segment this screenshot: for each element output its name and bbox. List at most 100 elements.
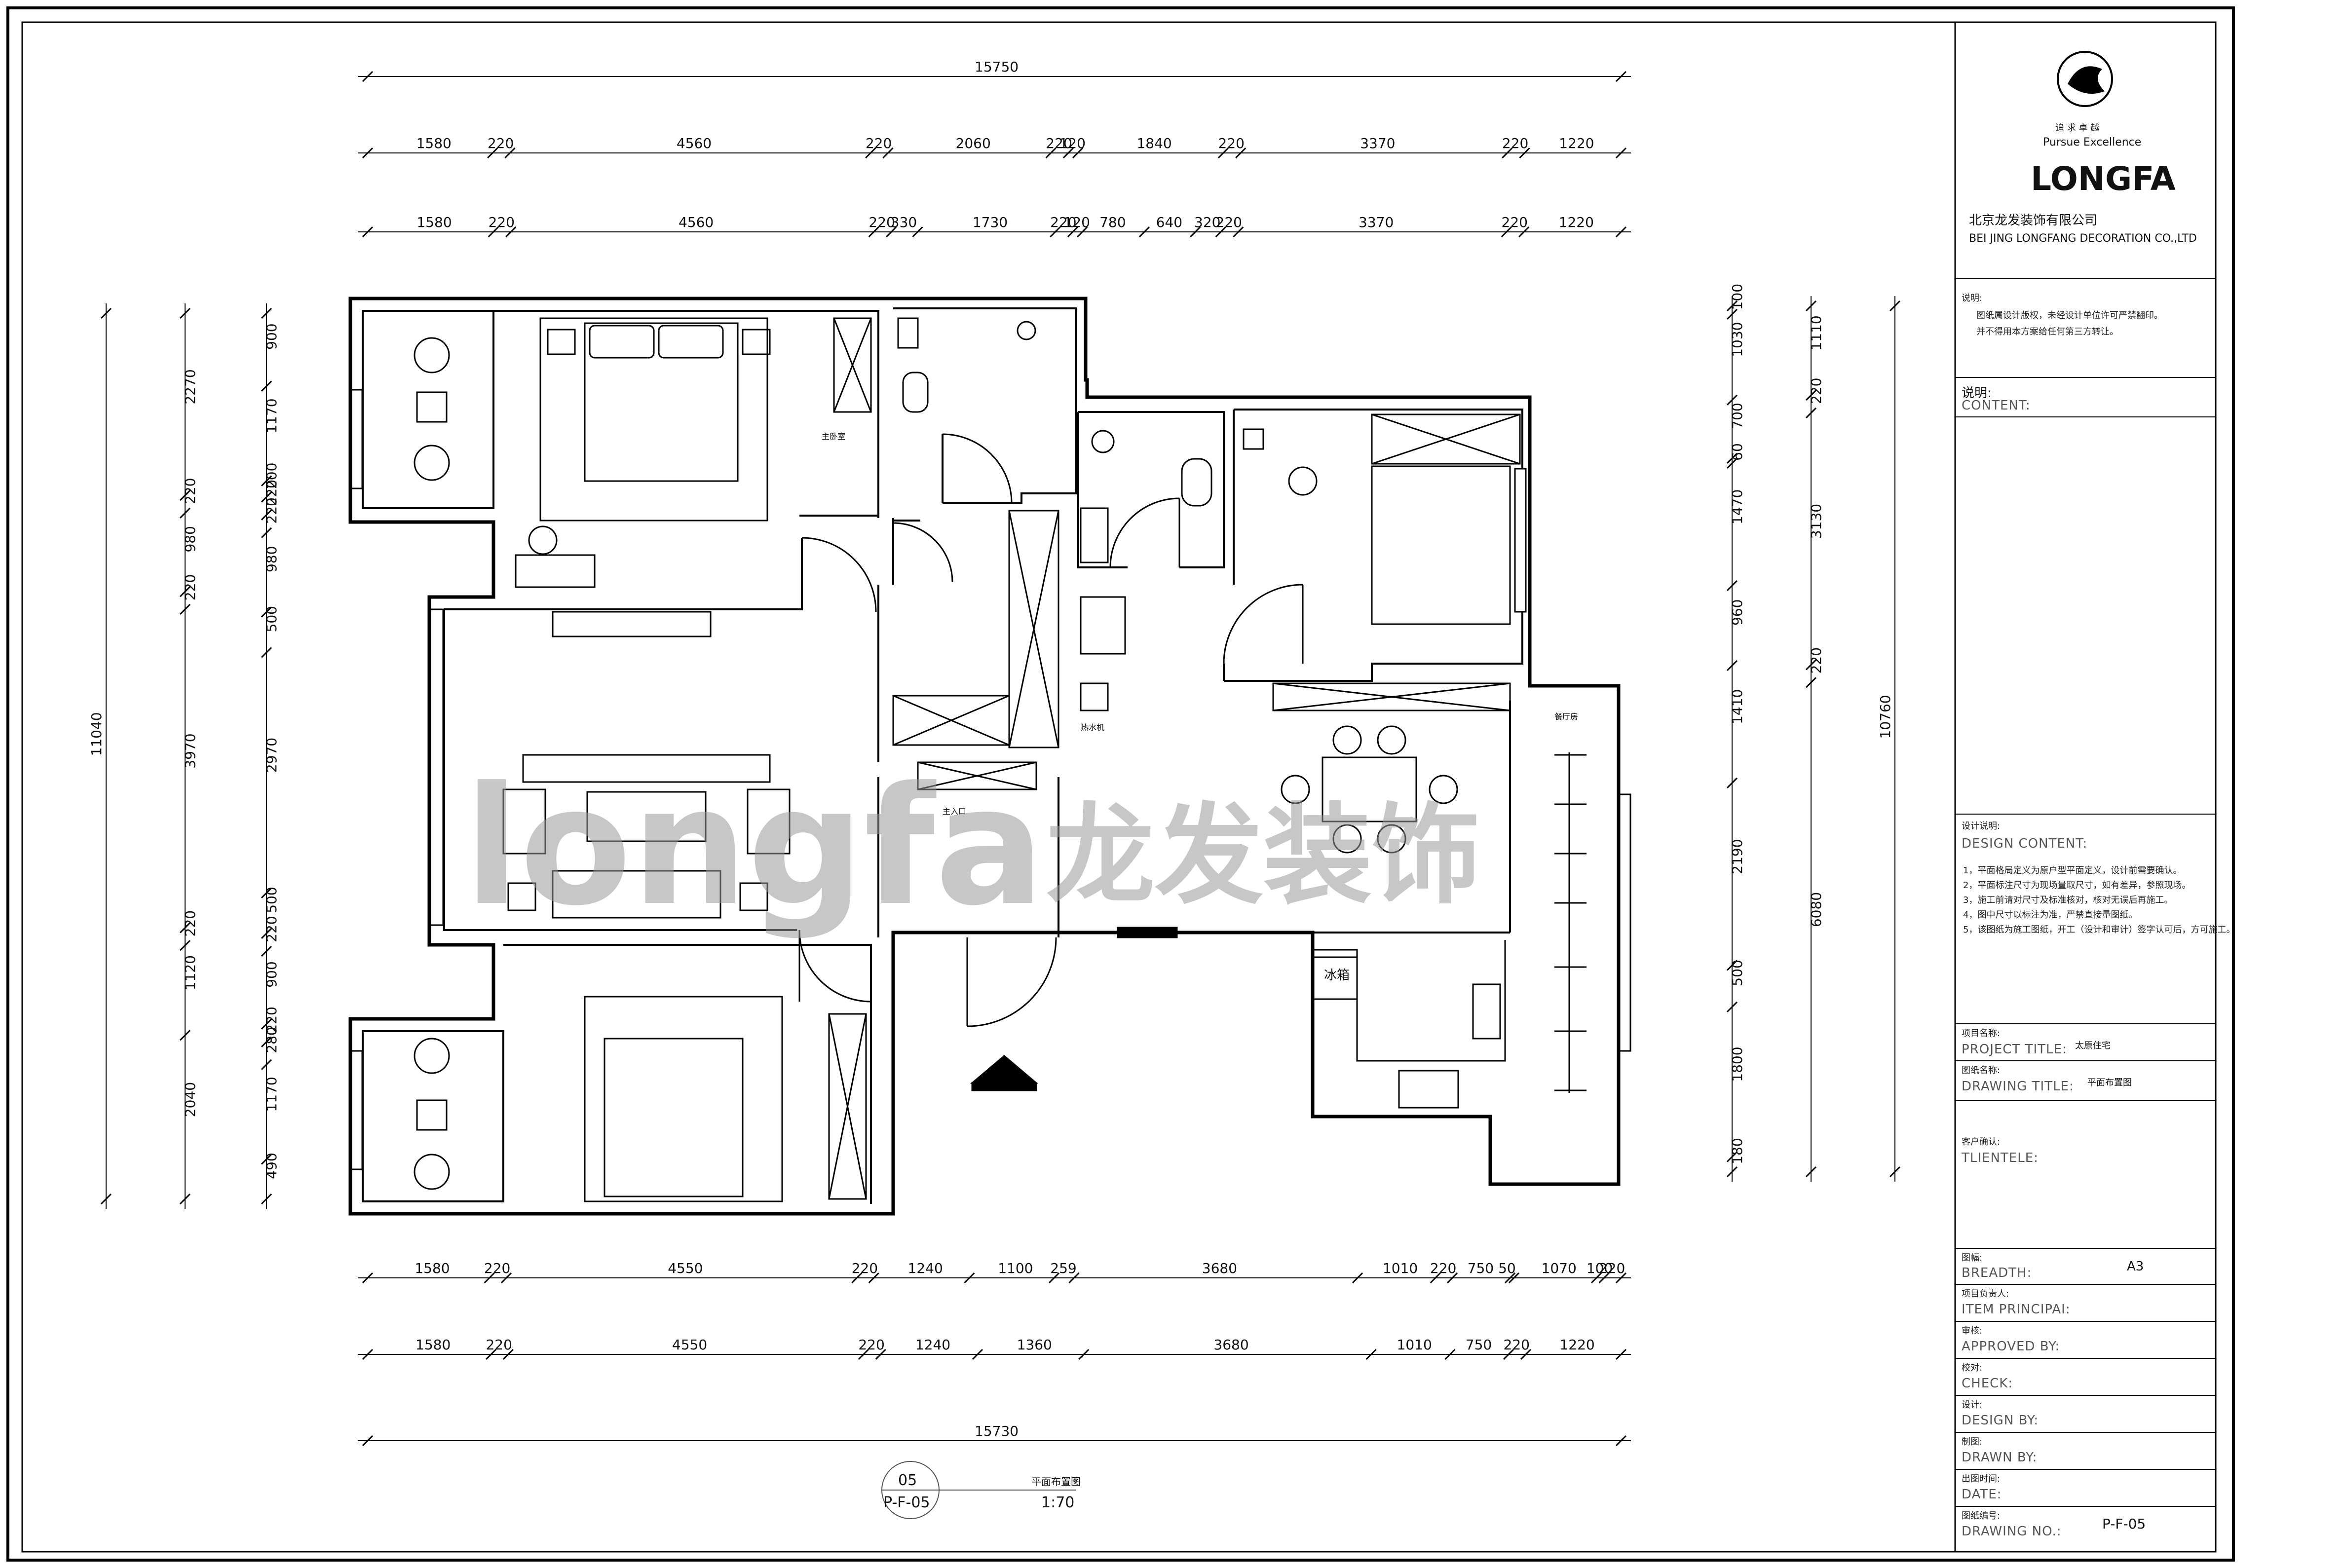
- dim-tick: [487, 147, 498, 159]
- dim-tick: [851, 1272, 863, 1284]
- shoe-cabinet: [917, 761, 1037, 790]
- dining-chair: [1377, 824, 1406, 854]
- storage-cabinet: [892, 695, 1010, 746]
- door-bath-1: [942, 433, 1013, 504]
- dim-value: 220: [1808, 378, 1824, 404]
- door-entry: [966, 937, 1057, 1027]
- dim-tick: [504, 147, 516, 159]
- door-bedroom-2: [798, 930, 871, 1003]
- label-circle-top: 05: [898, 1472, 917, 1489]
- master-bed: [584, 322, 739, 482]
- door-master: [801, 537, 877, 612]
- company-en: BEI JING LONGFANG DECORATION CO.,LTD: [1969, 232, 2197, 245]
- dim-tick: [362, 226, 374, 238]
- dim-value: 3370: [1359, 214, 1394, 230]
- dim-tick: [865, 147, 876, 159]
- bathroom-2-wall: [1077, 411, 1225, 568]
- dim-value: 1070: [1542, 1260, 1577, 1276]
- dim-value: 220: [1504, 1337, 1530, 1353]
- dim-value: 220: [488, 135, 514, 151]
- dim-value: 1800: [1729, 1046, 1745, 1082]
- dining-chair: [1332, 824, 1362, 854]
- dim-tick: [1615, 1435, 1627, 1447]
- dim-tick: [1501, 226, 1512, 238]
- sofa-back: [522, 754, 771, 783]
- dim-value: 1170: [264, 1077, 280, 1112]
- dining-chair: [1377, 725, 1406, 755]
- dim-value: 1580: [416, 135, 452, 151]
- dim-value: 220: [852, 1260, 878, 1276]
- dim-tick: [1805, 300, 1817, 312]
- armchair: [747, 788, 791, 855]
- design-zh: 设计:: [1962, 1400, 1982, 1410]
- water-heater: [1080, 682, 1109, 711]
- dim-value: 500: [1729, 960, 1745, 986]
- master-bed-frame: [539, 317, 768, 522]
- client-en: TLIENTELE:: [1961, 1151, 2039, 1165]
- chair: [528, 525, 558, 555]
- dim-tick: [362, 1348, 374, 1360]
- dim-tick: [179, 940, 191, 951]
- design-note-3: 3，施工前请对尺寸及标准核对，核对无误后再施工。: [1963, 895, 2173, 905]
- label-fridge: 冰箱: [1324, 968, 1350, 983]
- outer-frame: [6, 6, 2235, 1562]
- dim-value: 900: [264, 961, 280, 987]
- furniture: [414, 317, 1587, 1202]
- doors: [798, 433, 1304, 1027]
- dining-chair: [1429, 775, 1458, 804]
- dim-tick: [1062, 147, 1074, 159]
- dim-tick: [100, 1193, 112, 1205]
- cabinet-cross: [1008, 510, 1059, 748]
- check-zh: 校对:: [1962, 1363, 1982, 1373]
- dim-tick: [261, 1036, 272, 1047]
- dim-value: 900: [264, 323, 280, 349]
- dim-tick: [1447, 1272, 1458, 1284]
- dragon-logo-icon: [2057, 51, 2113, 107]
- drawn-zh: 制图:: [1962, 1437, 1982, 1447]
- no-en: DRAWING NO.:: [1962, 1524, 2062, 1539]
- dim-tick: [1365, 1348, 1377, 1360]
- breadth-value: A3: [2127, 1259, 2144, 1274]
- dim-value: 3680: [1213, 1337, 1248, 1353]
- dim-value: 1010: [1397, 1337, 1432, 1353]
- dim-tick: [1726, 960, 1738, 971]
- dim-tick: [1615, 1348, 1627, 1360]
- dim-tick: [261, 606, 272, 618]
- dim-tick: [261, 509, 272, 521]
- dim-tick: [868, 1272, 879, 1284]
- pillow: [658, 325, 724, 359]
- dim-value: 1730: [973, 214, 1008, 230]
- dim-value: 4550: [668, 1260, 703, 1276]
- dim-value: 1840: [1136, 135, 1172, 151]
- chair: [414, 337, 450, 373]
- shower-drain: [1091, 430, 1115, 453]
- dim-value: 220: [486, 1337, 512, 1353]
- dim-value: 1580: [416, 1337, 451, 1353]
- dim-value: 4560: [677, 135, 712, 151]
- dim-value: 980: [264, 546, 280, 572]
- dim-tick: [261, 307, 272, 319]
- dim-value: 3680: [1202, 1260, 1237, 1276]
- dim-value: 220: [1218, 135, 1245, 151]
- dim-value: 2970: [264, 738, 280, 773]
- entry-arrow-base: [971, 1082, 1037, 1091]
- dim-tick: [1067, 226, 1078, 238]
- dim-tick: [1726, 308, 1738, 320]
- dim-value: 1220: [1559, 214, 1594, 230]
- dim-tick: [1072, 147, 1084, 159]
- dim-value: 1360: [1017, 1337, 1052, 1353]
- dim-value: 490: [264, 1153, 280, 1179]
- sofa: [552, 870, 721, 919]
- master-bedroom-wall: [493, 310, 879, 517]
- dim-value: 1580: [415, 1260, 450, 1276]
- label-master: 主卧室: [822, 432, 845, 441]
- dim-tick: [1235, 147, 1247, 159]
- dim-value: 220: [866, 135, 892, 151]
- dim-value: 220: [182, 574, 198, 600]
- check-en: CHECK:: [1962, 1376, 2013, 1391]
- dim-tick: [1444, 1348, 1456, 1360]
- dim-value: 2270: [182, 369, 198, 404]
- dim-tick: [1726, 777, 1738, 788]
